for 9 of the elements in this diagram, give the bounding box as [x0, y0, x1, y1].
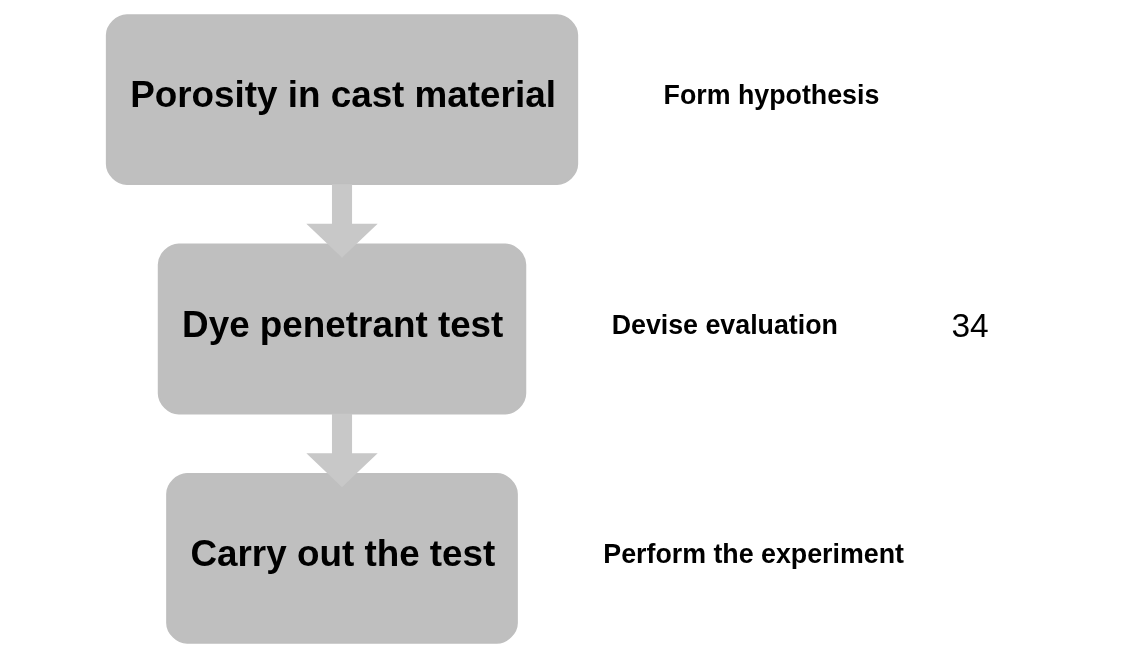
node-label: Devise evaluation: [611, 309, 838, 340]
node-label: Perform the experiment: [602, 539, 904, 570]
node-box: Dye penetrant test: [157, 243, 526, 415]
label: 34: [950, 307, 989, 345]
node-label: Form hypothesis: [663, 80, 879, 111]
node-box: Carry out the test: [165, 473, 518, 644]
node-box: Porosity in cast material: [105, 14, 578, 185]
arrow: [305, 413, 378, 488]
arrow: [305, 184, 378, 258]
